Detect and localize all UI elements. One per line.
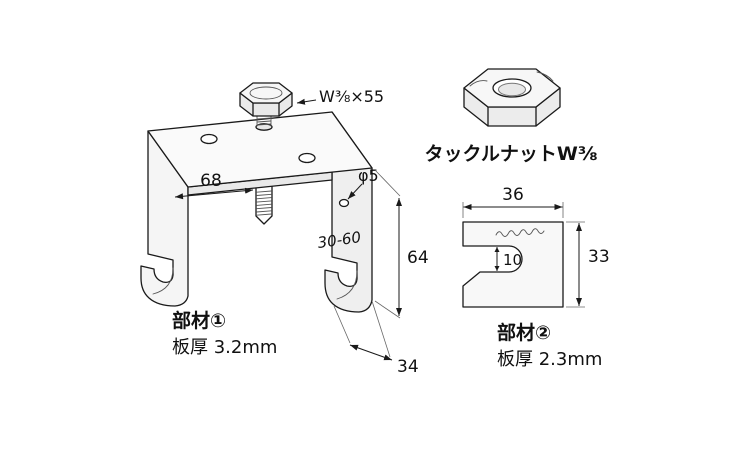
surface-mark: 30-60 [316, 228, 362, 252]
top-hole-right [298, 152, 316, 164]
part1-thickness: 板厚 3.2mm [172, 337, 277, 358]
nut-drawing [463, 68, 561, 127]
part2-drawing [462, 221, 564, 308]
height-dim: 64 [407, 248, 429, 268]
bolt-rod [255, 184, 273, 225]
part1-right-hook-contour [336, 270, 358, 300]
part2-height-dim: 33 [588, 247, 610, 267]
part1-bracket [140, 82, 373, 313]
part2-name: 部材② [497, 321, 551, 344]
bolt [239, 82, 293, 131]
slot-height-dim: 10 [503, 251, 522, 269]
hole-dia-label: φ5 [358, 166, 379, 185]
part1-left-leg-hook [140, 130, 189, 307]
annotations: W⅜×55 φ5 68 30-60 64 34 部材① 板厚 3.2mm タック… [172, 87, 610, 377]
top-hole-left [200, 133, 218, 145]
bolt-size-label: W⅜×55 [319, 87, 384, 106]
nut-hole-inner [498, 82, 526, 97]
depth-dim: 34 [397, 357, 419, 377]
bolt-base [255, 123, 273, 131]
bolt-shank [256, 116, 272, 127]
part1-name: 部材① [172, 309, 226, 332]
side-hole-phi5 [338, 198, 350, 208]
part2-outline [462, 221, 564, 308]
nut-label: タックルナットW⅜ [424, 143, 597, 165]
part2-stamp-scribble [495, 228, 545, 237]
part2-width-dim: 36 [502, 185, 524, 205]
part2-thickness: 板厚 2.3mm [497, 349, 602, 370]
part1-left-hook-contour [152, 267, 174, 295]
inner-width-dim: 68 [200, 171, 222, 191]
bolt-head [239, 82, 293, 117]
